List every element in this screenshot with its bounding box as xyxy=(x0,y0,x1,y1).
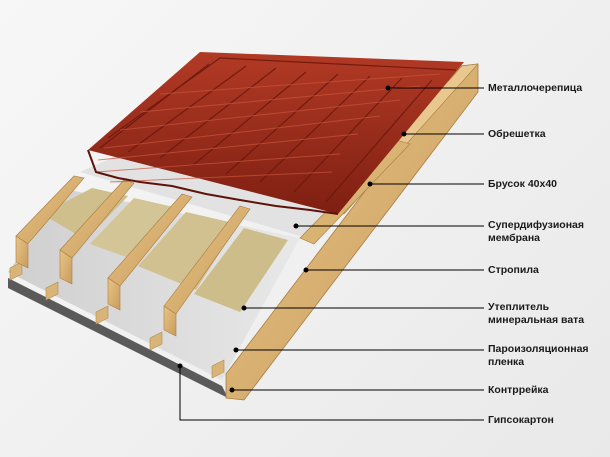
label-drywall: Гипсокартон xyxy=(488,414,554,426)
leader-lines xyxy=(179,87,484,421)
label-bar: Брусок 40х40 xyxy=(488,178,558,190)
label-insulation-line1: Утеплитель xyxy=(488,301,550,313)
label-vapor-line1: Пароизоляционная xyxy=(488,343,589,355)
diffusion-membrane xyxy=(80,150,360,236)
label-rafters: Стропила xyxy=(488,264,539,276)
rafter-beams xyxy=(15,175,251,337)
label-vapor-line2: пленка xyxy=(488,356,525,368)
counter-batten-slats xyxy=(9,261,225,379)
label-counter-batten: Контррейка xyxy=(488,384,549,396)
label-battens: Обрешетка xyxy=(488,128,546,140)
tile-edge xyxy=(87,149,339,215)
label-membrane-line2: мембрана xyxy=(488,232,541,244)
label-metal-tile: Металлочерепица xyxy=(488,82,583,94)
leader-dots xyxy=(177,85,407,393)
label-membrane-line1: Супердифузионая xyxy=(488,219,585,231)
metal-roof-tiles xyxy=(88,52,464,214)
label-insulation-line2: минеральная вата xyxy=(488,314,585,326)
drywall-layer xyxy=(8,278,228,398)
